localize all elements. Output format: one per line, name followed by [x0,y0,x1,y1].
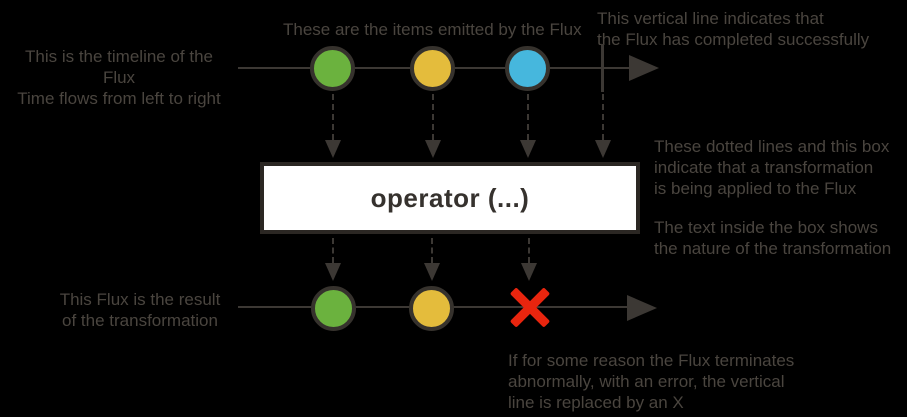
connector-out-3-arrowhead-icon [521,263,537,281]
connector-down-3 [527,94,529,140]
source-marble-green [310,46,355,91]
annotation-transformation: These dotted lines and this box indicate… [654,137,890,198]
result-marble-yellow [409,286,454,331]
operator-box: operator (...) [260,162,640,234]
source-marble-blue [505,46,550,91]
annotation-timeline: This is the timeline of the Flux Time fl… [17,47,221,108]
result-marble-green [311,286,356,331]
annotation-completion: This vertical line indicates that the Fl… [597,9,870,49]
connector-down-2 [432,94,434,140]
annotation-result: This Flux is the result of the transform… [59,290,221,330]
connector-down-4 [602,94,604,140]
connector-down-3-arrowhead-icon [520,140,536,158]
source-marble-yellow [410,46,455,91]
connector-down-2-arrowhead-icon [425,140,441,158]
connector-out-2 [431,238,433,263]
error-x-icon [506,283,554,331]
operator-box-label: operator (...) [370,182,530,213]
annotation-items: These are the items emitted by the Flux [283,20,582,39]
connector-out-2-arrowhead-icon [424,263,440,281]
result-timeline-arrowhead-icon [627,295,657,321]
annotation-box-meaning: The text inside the box shows the nature… [654,218,892,258]
connector-down-1-arrowhead-icon [325,140,341,158]
annotation-error: If for some reason the Flux terminates a… [508,351,795,412]
connector-out-1 [332,238,334,263]
complete-signal-line [601,44,604,92]
connector-down-1 [332,94,334,140]
connector-down-4-arrowhead-icon [595,140,611,158]
connector-out-3 [528,238,530,263]
source-timeline-arrowhead-icon [629,55,659,81]
connector-out-1-arrowhead-icon [325,263,341,281]
